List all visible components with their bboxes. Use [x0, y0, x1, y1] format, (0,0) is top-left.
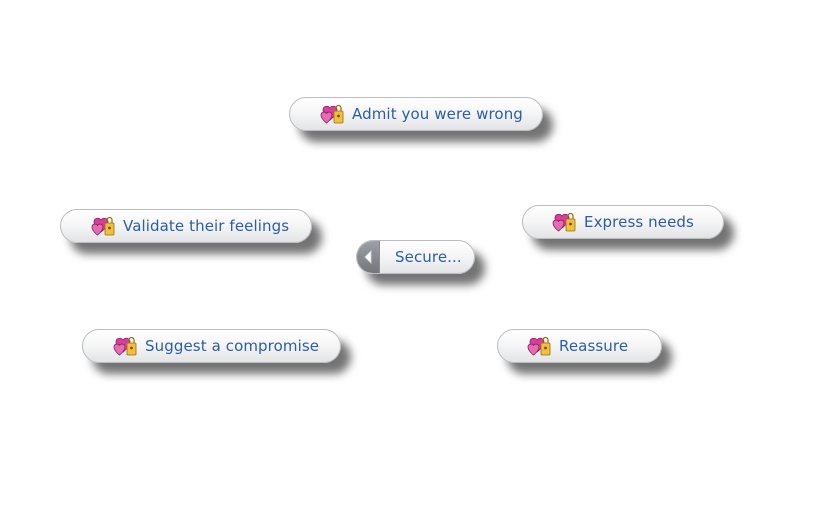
romance-moodlet-icon — [112, 334, 138, 358]
suggest-compromise-button[interactable]: Suggest a compromise — [82, 329, 341, 363]
admit-wrong-button[interactable]: Admit you were wrong — [289, 97, 543, 131]
admit-wrong-label: Admit you were wrong — [352, 105, 523, 123]
validate-feelings-label: Validate their feelings — [123, 217, 290, 235]
reassure-button[interactable]: Reassure — [497, 329, 662, 363]
romance-moodlet-icon — [551, 210, 577, 234]
back-arrow-icon — [357, 241, 380, 273]
romance-moodlet-icon — [90, 214, 116, 238]
reassure-label: Reassure — [559, 337, 629, 355]
express-needs-label: Express needs — [584, 213, 694, 231]
romance-moodlet-icon — [526, 334, 552, 358]
romance-moodlet-icon — [319, 102, 345, 126]
secure-label: Secure... — [395, 248, 462, 266]
express-needs-button[interactable]: Express needs — [522, 205, 724, 239]
validate-feelings-button[interactable]: Validate their feelings — [60, 209, 312, 243]
suggest-compromise-label: Suggest a compromise — [145, 337, 320, 355]
secure-back-button[interactable]: Secure... — [356, 240, 475, 274]
